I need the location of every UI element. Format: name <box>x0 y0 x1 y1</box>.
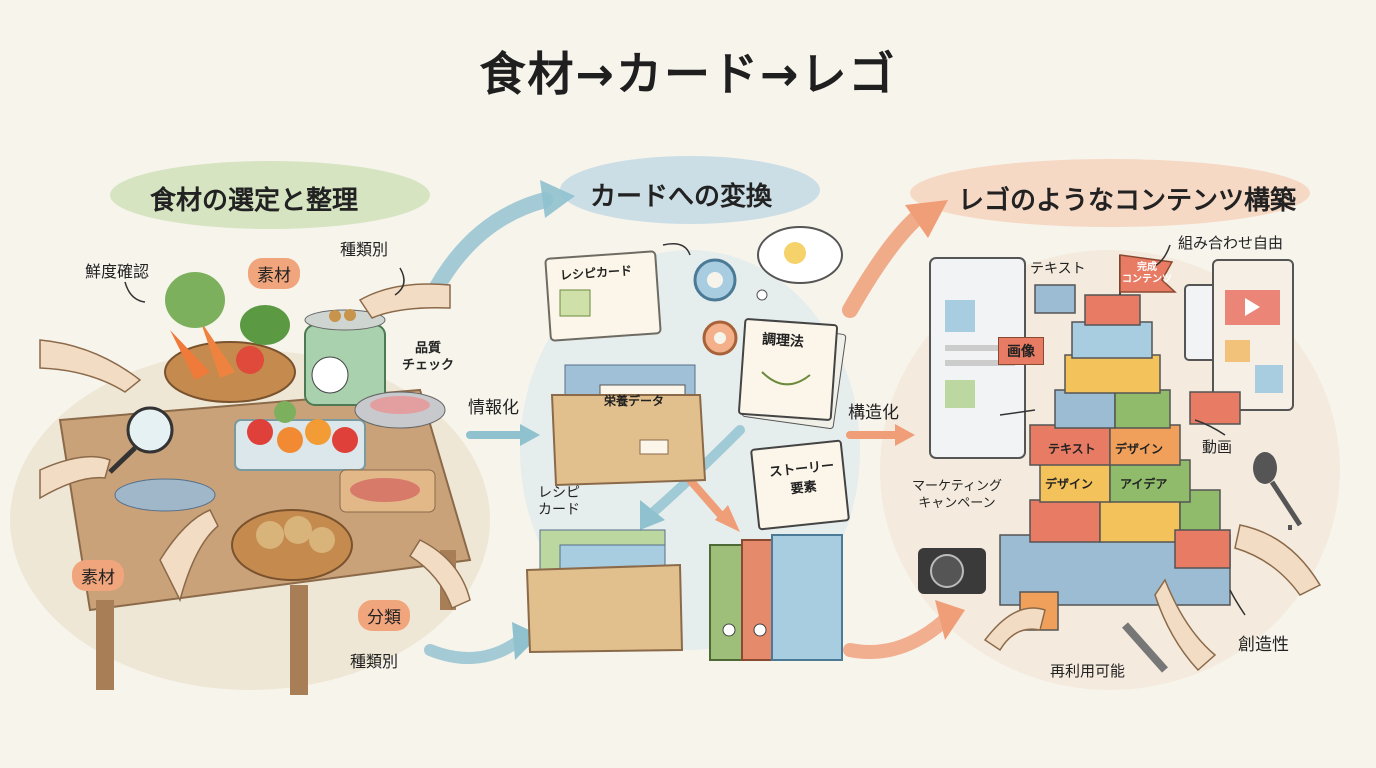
wrench <box>1122 622 1168 673</box>
pointer-arrows <box>124 243 1246 616</box>
tag-material-bottom: 素材 <box>72 560 124 591</box>
label-image: 画像 <box>998 337 1044 365</box>
binders <box>709 534 843 661</box>
story-card <box>750 439 850 531</box>
section-lego-heading: レゴのようなコンテンツ構築 <box>958 186 1297 216</box>
cooking-method-cards <box>738 318 847 430</box>
recipe-card-top <box>544 250 662 342</box>
magnifier <box>108 406 174 474</box>
card-box-bottom <box>525 529 684 654</box>
label-structure: 構造化 <box>848 403 899 423</box>
vegetable-basket <box>164 272 296 403</box>
label-type-bottom: 種類別 <box>350 652 399 671</box>
tag-classify: 分類 <box>358 600 410 631</box>
card-cooking-method-label: 調理法 <box>761 331 805 351</box>
tag-material-top: 素材 <box>248 258 300 289</box>
flag-finished-content: 完成 コンテンツ <box>1122 262 1172 285</box>
thought-bubble <box>756 226 843 301</box>
card-box-top <box>550 364 707 487</box>
brick-design-2: デザイン <box>1045 477 1094 491</box>
hands-right <box>983 524 1322 672</box>
label-type-top: 種類別 <box>340 240 389 259</box>
section-cards-heading: カードへの変換 <box>590 182 773 212</box>
label-recipe-card-left: レシピ カード <box>538 485 580 518</box>
media-panels <box>1184 259 1294 411</box>
card-story-label: ストーリー 要素 <box>768 458 835 498</box>
scale <box>304 309 386 406</box>
brick-text: テキスト <box>1048 442 1096 456</box>
fish-and-meat <box>114 391 446 513</box>
label-quality-check: 品質 チェック <box>402 341 455 373</box>
section-ingredients-heading: 食材の選定と整理 <box>150 186 359 216</box>
label-text-top: テキスト <box>1030 261 1086 277</box>
microphone <box>1253 452 1303 530</box>
label-informationize: 情報化 <box>468 398 519 418</box>
potato-basket <box>231 509 353 581</box>
gears <box>693 258 738 356</box>
card-nutrition-label: 栄養データ <box>604 394 665 408</box>
fruit-tray <box>234 401 366 471</box>
brick-idea: アイデア <box>1120 477 1168 491</box>
label-video: 動画 <box>1202 438 1233 456</box>
label-reusable: 再利用可能 <box>1050 662 1126 680</box>
label-creativity: 創造性 <box>1238 635 1289 655</box>
label-free-combination: 組み合わせ自由 <box>1178 234 1284 252</box>
camera <box>918 548 986 594</box>
label-freshness: 鮮度確認 <box>85 262 150 281</box>
hands-left <box>39 283 471 610</box>
main-title: 食材→カード→レゴ <box>479 47 897 101</box>
label-marketing-campaign: マーケティング キャンペーン <box>912 479 1002 511</box>
brick-design-1: デザイン <box>1115 442 1164 456</box>
